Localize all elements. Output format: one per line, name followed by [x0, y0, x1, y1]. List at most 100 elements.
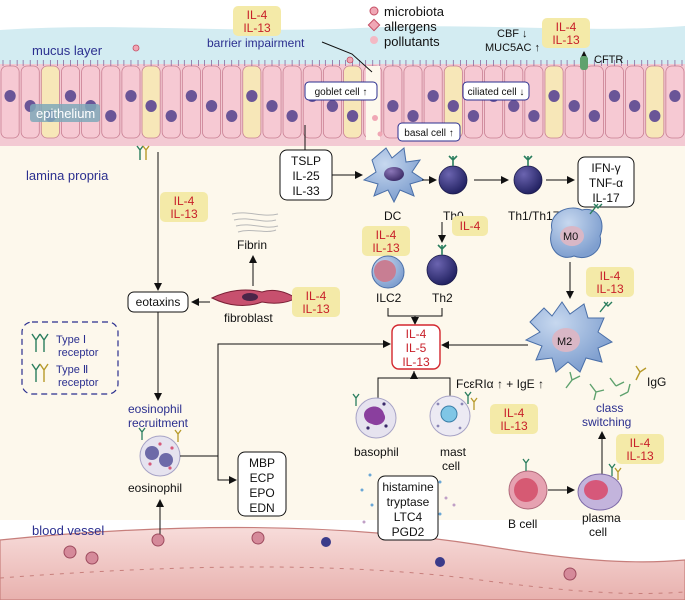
- il13-text: IL-13: [243, 21, 271, 35]
- cilia: [445, 60, 461, 66]
- eos-recruitment-label-2: recruitment: [128, 416, 189, 430]
- granule-epo: EPO: [249, 486, 274, 500]
- cilia: [627, 60, 643, 66]
- eos-to-granules-line: [180, 455, 237, 484]
- cilia: [365, 60, 381, 66]
- cilia: [103, 60, 119, 66]
- cell-nucleus: [649, 110, 661, 122]
- mediator-pgd2: PGD2: [392, 525, 425, 539]
- il-box-plasma: IL-4 IL-13: [616, 434, 664, 464]
- mediator-tryptase: tryptase: [387, 495, 430, 509]
- il4-text: IL-4: [174, 194, 195, 208]
- epithelium-layer: [0, 60, 685, 146]
- class-switching-label-2: switching: [582, 415, 631, 429]
- m0-macrophage: [550, 203, 603, 258]
- cilia: [264, 60, 280, 66]
- epithelial-cell: [282, 65, 302, 139]
- il-box-m2: IL-4 IL-13: [586, 267, 634, 297]
- th2-cell: [426, 244, 458, 286]
- th1-th17-label: Th1/Th17: [508, 209, 560, 223]
- microbiota-label: microbiota: [384, 4, 445, 19]
- fibroblast-cell: [210, 289, 297, 306]
- il13-text: IL-13: [500, 419, 528, 433]
- cilia: [63, 60, 78, 66]
- cbf-label: CBF ↓: [497, 28, 528, 40]
- ilc2-label: ILC2: [376, 291, 402, 305]
- pollutants-label: pollutants: [384, 34, 440, 49]
- il4-text: IL-4: [460, 219, 481, 233]
- pollutants-icon: [370, 36, 378, 44]
- cilia: [465, 60, 481, 66]
- epithelial-cell: [222, 65, 242, 139]
- cell-nucleus: [185, 90, 198, 102]
- epithelial-cell: [161, 65, 181, 139]
- cell-nucleus: [508, 100, 520, 112]
- fibroblast-label: fibroblast: [224, 311, 273, 325]
- granule-ecp: ECP: [250, 471, 275, 485]
- alarmin-il33: IL-33: [292, 184, 320, 198]
- il13-text: IL-13: [596, 282, 624, 296]
- mediator-histamine: histamine: [382, 480, 434, 494]
- il13-text: IL-13: [626, 449, 654, 463]
- il-box-th2: IL-4: [452, 216, 488, 236]
- cilia: [42, 60, 58, 66]
- cilia: [425, 60, 441, 66]
- cell-nucleus: [286, 110, 298, 122]
- goblet-cell: [645, 65, 665, 139]
- eos-to-th2-cytokines-line: [217, 340, 391, 456]
- cell-nucleus: [165, 110, 177, 122]
- il4-text: IL-4: [630, 436, 651, 450]
- receptor-legend: Type Ⅰ receptor Type Ⅱ receptor: [21, 321, 119, 395]
- epithelial-cell: [101, 65, 121, 139]
- type1-label-a: Type Ⅰ: [56, 334, 86, 346]
- cilia: [667, 60, 683, 66]
- th2-cytokine-il4: IL-4: [406, 327, 427, 341]
- cytokine-ifn: IFN-γ: [591, 161, 620, 175]
- il13-text: IL-13: [170, 207, 198, 221]
- fibrin-label: Fibrin: [237, 238, 267, 252]
- il13-text: IL-13: [302, 302, 330, 316]
- cell-nucleus: [64, 90, 77, 102]
- type1-label-b: receptor: [58, 347, 99, 359]
- cilia: [385, 60, 401, 66]
- b-cell-label: B cell: [508, 517, 537, 531]
- fibrin-icon: [231, 212, 279, 233]
- il4-text: IL-4: [504, 406, 525, 420]
- th2-cytokine-il13: IL-13: [402, 355, 430, 369]
- epithelial-cell: [524, 65, 544, 139]
- il13-text: IL-13: [552, 33, 580, 47]
- allergens-icon: [367, 18, 381, 32]
- goblet-cell: [343, 65, 363, 139]
- th2-label: Th2: [432, 291, 453, 305]
- m2-macrophage: [524, 301, 614, 373]
- blood-vessel: [0, 526, 685, 600]
- alarmin-il25: IL-25: [292, 169, 320, 183]
- cilia: [183, 60, 199, 66]
- cell-nucleus: [447, 100, 459, 112]
- cell-nucleus: [387, 100, 399, 112]
- il4-text: IL-4: [306, 289, 327, 303]
- cilia: [143, 60, 159, 66]
- cilia: [83, 60, 99, 66]
- epithelial-cell: [463, 65, 483, 139]
- cilia: [486, 60, 502, 66]
- ige-antibodies-icon: [565, 365, 647, 401]
- eotaxins-box: eotaxins: [127, 291, 189, 313]
- il13-text: IL-13: [372, 241, 400, 255]
- mediator-ltc4: LTC4: [394, 510, 423, 524]
- cell-nucleus: [226, 110, 238, 122]
- eosinophil-label: eosinophil: [128, 481, 182, 495]
- ciliated-cell-label: ciliated cell ↓: [468, 87, 525, 98]
- cilia: [204, 60, 220, 66]
- allergens-label: allergens: [384, 19, 437, 34]
- granules-box: MBP ECP EPO EDN: [237, 451, 287, 517]
- class-switching-label-1: class: [596, 401, 623, 415]
- m2-label: M2: [557, 336, 572, 348]
- epithelium-receptor-icon: [136, 145, 150, 160]
- cilia: [22, 60, 38, 66]
- cftr-channel-icon: [580, 56, 588, 70]
- th0-cell: [438, 155, 468, 195]
- cilia: [123, 60, 139, 66]
- cilia: [304, 60, 320, 66]
